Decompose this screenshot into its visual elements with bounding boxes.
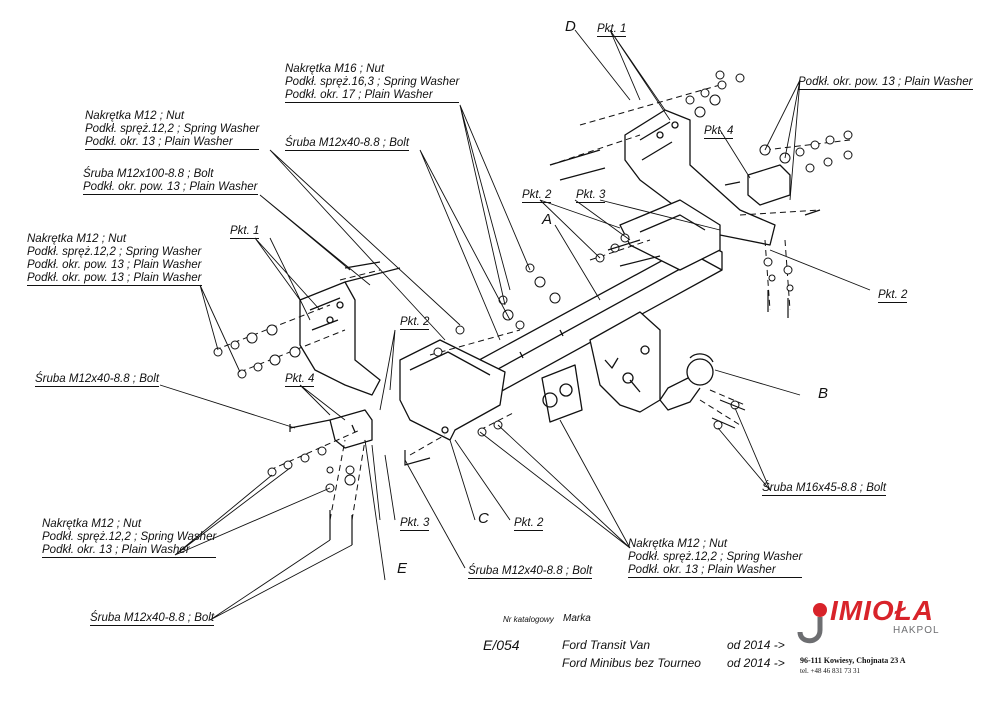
label-line: Podkł. okr. pow. 13 ; Plain Washer [27,272,202,286]
brand-name: IMIOŁA [830,595,934,626]
ball-mount-plate [589,311,661,413]
washers-and-nuts [213,70,853,493]
label-pkt3-bottom: Pkt. 3 [400,517,430,531]
label-pkt1-top: Pkt. 1 [597,23,627,37]
label-line: Podkł. okr. 17 ; Plain Washer [285,89,460,103]
brand-sub: HAKPOL [893,625,940,636]
label-pkt4-left: Pkt. 4 [285,373,315,387]
label-line: Podkł. spręż.16,3 ; Spring Washer [285,76,460,88]
label-line: Podkł. okr. 13 ; Plain Washer [85,136,260,150]
label-line: Pkt. 3 [400,517,430,531]
label-line: Pkt. 2 [400,316,430,330]
leader-lines [159,29,871,621]
part-letter-d: D [565,18,576,35]
label-line: Nakrętka M12 ; Nut [628,538,728,550]
right-side-bracket [619,199,721,271]
label-line: Śruba M12x40-8.8 ; Bolt [468,565,593,579]
label-line: Pkt. 1 [597,23,627,37]
label-line: Śruba M12x40-8.8 ; Bolt [35,373,160,387]
label-nut-m12-left: Nakrętka M12 ; Nut Podkł. spręż.12,2 ; S… [27,233,202,286]
year-row-2: od 2014 -> [727,656,785,670]
label-line: Pkt. 4 [704,125,734,139]
label-pkt2-center: Pkt. 2 [400,316,430,330]
label-bolt-bottom-left: Śruba M12x40-8.8 ; Bolt [90,612,215,626]
part-letter-e: E [397,560,408,577]
label-line: Pkt. 2 [878,289,908,303]
hook-logo-icon [797,603,827,644]
label-nut-m12-top: Nakrętka M12 ; Nut Podkł. spręż.12,2 ; S… [85,110,260,150]
bolts [289,149,821,545]
label-line: Podkł. okr. pow. 13 ; Plain Washer [798,76,973,90]
label-line: Pkt. 2 [514,517,544,531]
label-nut-m12-bottom-right: Nakrętka M12 ; Nut Podkł. spręż.12,2 ; S… [628,538,803,578]
label-pkt3-top: Pkt. 3 [576,189,606,203]
label-line: Pkt. 2 [522,189,552,203]
label-line: Śruba M16x45-8.8 ; Bolt [762,482,887,496]
label-plain-washer-right: Podkł. okr. pow. 13 ; Plain Washer [798,76,973,90]
label-bolt-m12x100: Śruba M12x100-8.8 ; Bolt Podkł. okr. pow… [83,168,258,195]
label-pkt2-right: Pkt. 2 [878,289,908,303]
label-bolt-left-mid: Śruba M12x40-8.8 ; Bolt [35,373,160,387]
label-line: Nakrętka M12 ; Nut [85,110,185,122]
label-pkt4-top: Pkt. 4 [704,125,734,139]
year-row-1: od 2014 -> [727,638,785,652]
label-pkt2-a: Pkt. 2 [522,189,552,203]
part-letter-c: C [478,510,489,527]
label-line: Podkł. spręż.12,2 ; Spring Washer [27,246,202,258]
part-letter-b: B [818,385,829,402]
label-bolt-bottom-center: Śruba M12x40-8.8 ; Bolt [468,565,593,579]
label-line: Pkt. 1 [230,225,260,239]
label-line: Śruba M12x40-8.8 ; Bolt [90,612,215,626]
model-row-2: Ford Minibus bez Tourneo [562,656,701,670]
label-line: Śruba M12x100-8.8 ; Bolt [83,168,214,180]
catalog-number: E/054 [483,637,520,653]
right-frame-bracket-d [624,109,776,246]
label-bolt-center-top: Śruba M12x40-8.8 ; Bolt [285,137,410,151]
left-side-bracket-c [399,339,506,441]
label-line: Podkł. spręż.12,2 ; Spring Washer [42,531,217,543]
label-line: Nakrętka M16 ; Nut [285,63,385,75]
brand-logo: IMIOŁA HAKPOL [795,595,955,655]
model-row-1: Ford Transit Van [562,638,651,652]
label-line: Podkł. okr. pow. 13 ; Plain Washer [27,259,202,271]
label-line: Podkł. okr. 13 ; Plain Washer [628,564,803,578]
catalog-number-label: Nr katalogowy [503,615,554,624]
company-address: 96-111 Kowiesy, Chojnata 23 A [800,656,906,665]
label-line: Pkt. 4 [285,373,315,387]
label-line: Podkł. spręż.12,2 ; Spring Washer [85,123,260,135]
label-line: Podkł. okr. 13 ; Plain Washer [42,544,217,558]
label-nut-m16: Nakrętka M16 ; Nut Podkł. spręż.16,3 ; S… [285,63,460,103]
brand-label: Marka [563,613,591,624]
right-angle-bracket [747,164,791,206]
left-frame-bracket [299,281,381,396]
label-nut-m12-bottom-left: Nakrętka M12 ; Nut Podkł. spręż.12,2 ; S… [42,518,217,558]
label-bolt-m16x45: Śruba M16x45-8.8 ; Bolt [762,482,887,496]
label-pkt1-left: Pkt. 1 [230,225,260,239]
label-line: Podkł. spręż.12,2 ; Spring Washer [628,551,803,563]
part-letter-a: A [542,211,553,228]
socket-plate [541,364,583,423]
tow-ball-b [659,353,714,411]
label-pkt2-bottom: Pkt. 2 [514,517,544,531]
company-phone: tel. +48 46 831 73 31 [800,667,860,675]
label-line: Podkł. okr. pow. 13 ; Plain Washer [83,181,258,195]
label-line: Nakrętka M12 ; Nut [42,518,142,530]
left-angle-bracket-e [329,409,373,449]
label-line: Nakrętka M12 ; Nut [27,233,127,245]
label-line: Śruba M12x40-8.8 ; Bolt [285,137,410,151]
label-line: Pkt. 3 [576,189,606,203]
